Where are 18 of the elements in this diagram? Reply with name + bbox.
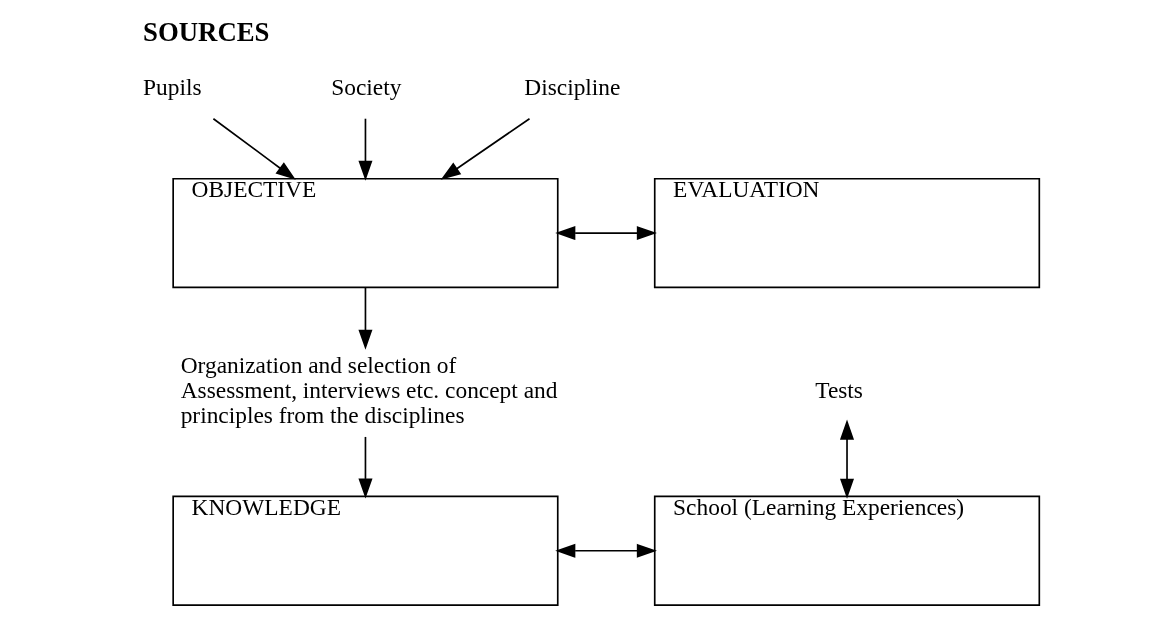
- arrow: [840, 419, 855, 499]
- node-text: Discipline: [524, 73, 621, 100]
- arrow: [212, 117, 296, 180]
- arrow: [358, 117, 373, 181]
- node-box: School (Learning Experiences): [653, 495, 1041, 606]
- node-box: EVALUATION: [653, 177, 1041, 289]
- arrow: [555, 543, 657, 558]
- node-text: Pupils: [143, 73, 202, 100]
- arrow: [358, 287, 373, 350]
- arrow: [440, 117, 531, 180]
- node-text: Society: [331, 73, 402, 100]
- node-text: Organization and selection of Assessment, interviews etc. concept and principles from the disciplines: [180, 352, 558, 429]
- node-box: OBJECTIVE: [172, 177, 559, 289]
- node-text: Tests: [815, 377, 863, 404]
- node-box: KNOWLEDGE: [172, 495, 559, 606]
- arrow: [555, 226, 657, 241]
- arrow: [358, 436, 373, 499]
- diagram-title: SOURCES: [143, 17, 270, 48]
